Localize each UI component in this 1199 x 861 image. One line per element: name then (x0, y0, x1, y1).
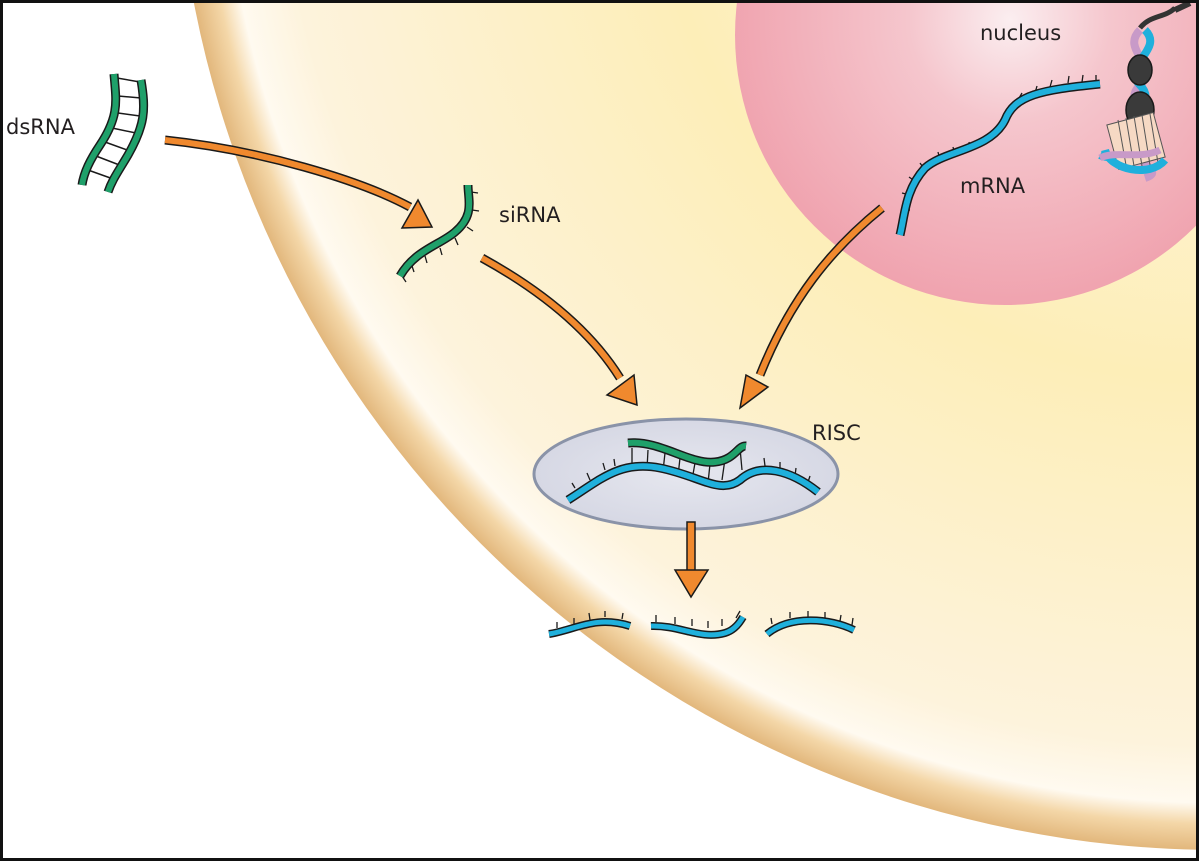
mrna-fragments (548, 610, 856, 639)
dna-helix-icon (1098, 0, 1192, 182)
arrow-sirna-to-risc (479, 254, 638, 407)
risc-label: RISC (812, 421, 861, 445)
mrna-fragment (650, 610, 747, 639)
sirna-label: siRNA (499, 203, 561, 227)
arrow-dsrna-to-sirna (164, 135, 434, 229)
mrna-icon (895, 74, 1101, 237)
mrna-fragment (764, 611, 856, 638)
dsrna-label: dsRNA (6, 115, 76, 139)
risc-complex (532, 417, 840, 531)
dsrna-icon (77, 73, 149, 194)
nucleus-label: nucleus (980, 21, 1061, 45)
sirna-icon (396, 184, 480, 283)
mrna-label: mRNA (960, 174, 1026, 198)
arrow-mrna-to-risc (738, 204, 885, 410)
arrow-risc-to-fragments (673, 521, 710, 599)
mrna-fragment (548, 611, 632, 638)
